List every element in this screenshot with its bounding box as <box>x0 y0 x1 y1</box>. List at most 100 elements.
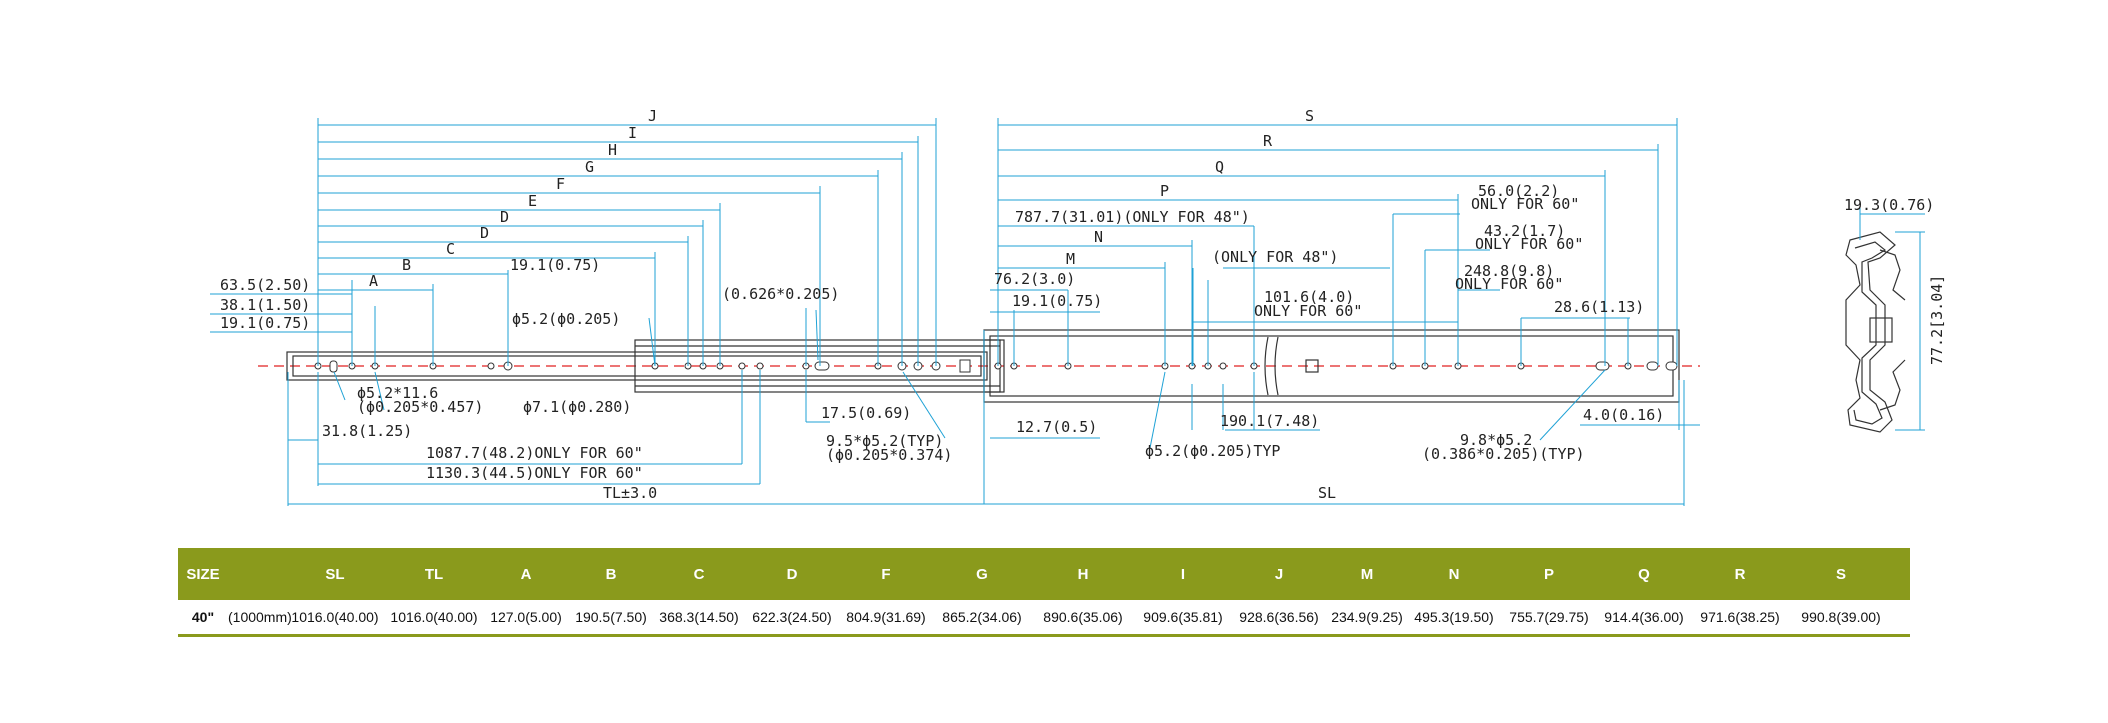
dim-lines-top-right <box>983 118 1700 506</box>
label-only48: (ONLY FOR 48") <box>1212 248 1338 266</box>
label-19a: 19.1(0.75) <box>220 314 310 332</box>
label-slot95-2: (ϕ0.205*0.374) <box>826 446 952 464</box>
table-cell: 40" <box>191 609 215 625</box>
header-cell: P <box>1543 565 1554 583</box>
slide-drawing: J I H G F E D D C B A S R Q P N M 63.5(2… <box>210 107 1946 506</box>
table-cell: 190.5(7.50) <box>575 609 647 625</box>
table-cell: 890.6(35.06) <box>1043 609 1123 625</box>
header-cell: G <box>976 565 988 583</box>
label-hole71: ϕ7.1(ϕ0.280) <box>523 398 631 416</box>
label-63: 63.5(2.50) <box>220 276 310 294</box>
label-M: M <box>1066 250 1075 268</box>
header-cell: M <box>1360 565 1374 583</box>
label-0626: (0.626*0.205) <box>722 285 839 303</box>
header-cell: S <box>1835 565 1846 583</box>
label-772: 77.2[3.04] <box>1928 275 1946 365</box>
table-cell: 804.9(31.69) <box>846 609 926 625</box>
table-cell: 914.4(36.00) <box>1604 609 1684 625</box>
header-cell: Q <box>1638 565 1650 583</box>
header-cell: N <box>1448 565 1460 583</box>
label-only60d: ONLY FOR 60" <box>1455 275 1563 293</box>
label-R: R <box>1263 132 1273 150</box>
label-19b: 19.1(0.75) <box>510 256 600 274</box>
table-cell: 1016.0(40.00) <box>390 609 478 625</box>
label-H: H <box>608 141 617 159</box>
table-row: 40" (1000mm) 1016.0(40.00) 1016.0(40.00)… <box>178 600 1910 637</box>
label-hole52typ: ϕ5.2(ϕ0.205)TYP <box>1145 442 1280 460</box>
label-D2: D <box>480 224 489 242</box>
header-cell: SIZE <box>186 565 220 583</box>
table-cell: 865.2(34.06) <box>942 609 1022 625</box>
label-1016: 101.6(4.0) <box>1264 288 1354 306</box>
table-cell: (1000mm) <box>228 609 292 625</box>
label-E: E <box>528 192 537 210</box>
header-cell: C <box>693 565 705 583</box>
header-cell: D <box>786 565 798 583</box>
label-I: I <box>628 124 637 142</box>
label-C: C <box>446 240 455 258</box>
label-560: 56.0(2.2) <box>1478 182 1559 200</box>
label-40: 4.0(0.16) <box>1583 406 1664 424</box>
table-cell: 971.6(38.25) <box>1700 609 1780 625</box>
table-cell: 234.9(9.25) <box>1331 609 1403 625</box>
label-762: 76.2(3.0) <box>994 270 1075 288</box>
label-slot-1: ϕ5.2*11.6 <box>357 384 438 402</box>
label-N: N <box>1094 228 1103 246</box>
label-S: S <box>1305 107 1314 125</box>
header-cell: B <box>605 565 617 583</box>
label-Q: Q <box>1215 158 1224 176</box>
dim-lines-top-left <box>210 118 984 506</box>
label-P: P <box>1160 182 1169 200</box>
label-D1: D <box>500 208 509 226</box>
table-cell: 368.3(14.50) <box>659 609 739 625</box>
label-127: 12.7(0.5) <box>1016 418 1097 436</box>
label-2488: 248.8(9.8) <box>1464 262 1554 280</box>
label-175: 17.5(0.69) <box>821 404 911 422</box>
label-432: 43.2(1.7) <box>1484 222 1565 240</box>
profile-end-view <box>1845 208 1925 433</box>
label-191r: 19.1(0.75) <box>1012 292 1102 310</box>
label-F: F <box>556 175 565 193</box>
header-cell: J <box>1274 565 1284 583</box>
header-cell: SL <box>325 565 345 583</box>
table-cell: 990.8(39.00) <box>1801 609 1881 625</box>
table-cell: 495.3(19.50) <box>1414 609 1494 625</box>
label-286: 28.6(1.13) <box>1554 298 1644 316</box>
leader-lines <box>333 308 1300 449</box>
label-slot98-1: 9.8*ϕ5.2 <box>1460 431 1532 449</box>
header-cell: H <box>1077 565 1089 583</box>
label-J: J <box>648 107 657 125</box>
label-only60c: ONLY FOR 60" <box>1475 235 1583 253</box>
label-tl: TL±3.0 <box>603 484 657 502</box>
label-sl: SL <box>1318 484 1336 502</box>
label-7877: 787.7(31.01)(ONLY FOR 48") <box>1015 208 1250 226</box>
label-38: 38.1(1.50) <box>220 296 310 314</box>
table-cell: 127.0(5.00) <box>490 609 562 625</box>
label-slot98-2: (0.386*0.205)(TYP) <box>1422 445 1585 463</box>
header-cell: R <box>1734 565 1746 583</box>
table-cell: 755.7(29.75) <box>1509 609 1589 625</box>
label-318: 31.8(1.25) <box>322 422 412 440</box>
table-cell: 1016.0(40.00) <box>291 609 379 625</box>
label-A: A <box>369 272 378 290</box>
header-cell: A <box>520 565 532 583</box>
table-cell: 622.3(24.50) <box>752 609 832 625</box>
label-G: G <box>585 158 594 176</box>
table-cell: 928.6(36.56) <box>1239 609 1319 625</box>
label-1087: 1087.7(48.2)ONLY FOR 60" <box>426 444 643 462</box>
label-only60b: ONLY FOR 60" <box>1471 195 1579 213</box>
header-cell: F <box>881 565 891 583</box>
label-slot-2: (ϕ0.205*0.457) <box>357 398 483 416</box>
header-cell: I <box>1180 565 1186 583</box>
label-193: 19.3(0.76) <box>1844 196 1934 214</box>
label-slot95-1: 9.5*ϕ5.2(TYP) <box>826 432 943 450</box>
label-only60a: ONLY FOR 60" <box>1254 302 1362 320</box>
header-cell: TL <box>424 565 444 583</box>
label-1130: 1130.3(44.5)ONLY FOR 60" <box>426 464 643 482</box>
size-table: SIZE SL TL A B C D F G H I J M N P Q R S… <box>178 548 1910 637</box>
table-cell: 909.6(35.81) <box>1143 609 1223 625</box>
label-B: B <box>402 256 411 274</box>
label-1901: 190.1(7.48) <box>1220 412 1319 430</box>
label-hole52: ϕ5.2(ϕ0.205) <box>512 310 620 328</box>
table-header-row: SIZE SL TL A B C D F G H I J M N P Q R S <box>178 548 1910 600</box>
